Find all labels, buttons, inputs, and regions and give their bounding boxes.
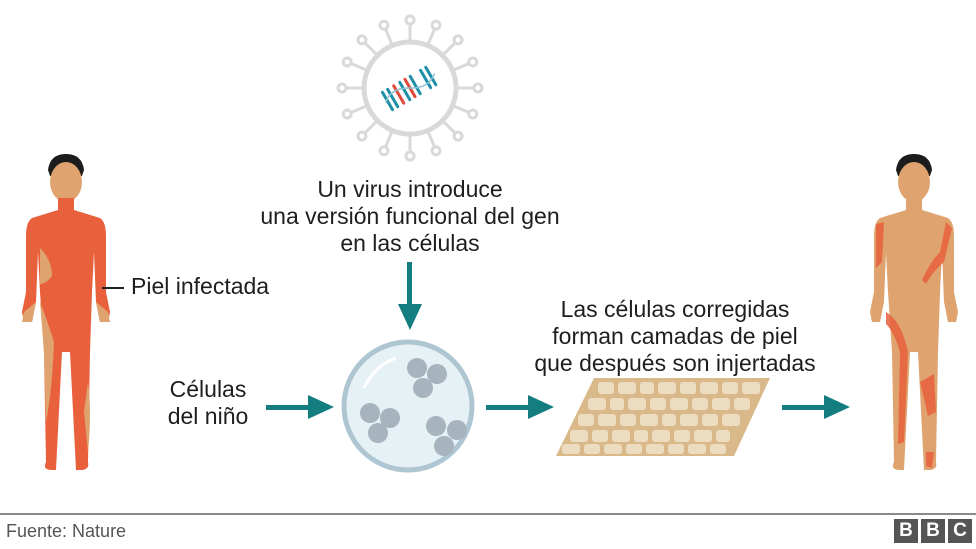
logo-letter: B (894, 519, 918, 543)
bbc-logo: B B C (894, 519, 972, 543)
logo-letter: B (921, 519, 945, 543)
footer-divider (0, 513, 976, 515)
child-infected-figure (22, 154, 110, 470)
child-cells-label: Células del niño (167, 376, 249, 429)
arrow-right-icon (266, 395, 334, 419)
virus-icon (336, 14, 484, 162)
arrow-right-icon (782, 395, 850, 419)
infected-skin-label: Piel infectada (131, 273, 270, 299)
source-label: Fuente: Nature (6, 521, 127, 541)
arrow-down-icon (398, 262, 422, 330)
child-healed-figure (870, 154, 958, 470)
logo-letter: C (948, 519, 972, 543)
petri-dish-icon (341, 339, 475, 473)
arrow-right-icon (486, 395, 554, 419)
graft-caption: Las células corregidas forman camadas de… (534, 296, 816, 376)
virus-caption: Un virus introduce una versión funcional… (260, 176, 560, 256)
dna-icon (380, 65, 438, 112)
skin-graft-icon (556, 378, 770, 456)
infected-leader-line (102, 287, 124, 289)
